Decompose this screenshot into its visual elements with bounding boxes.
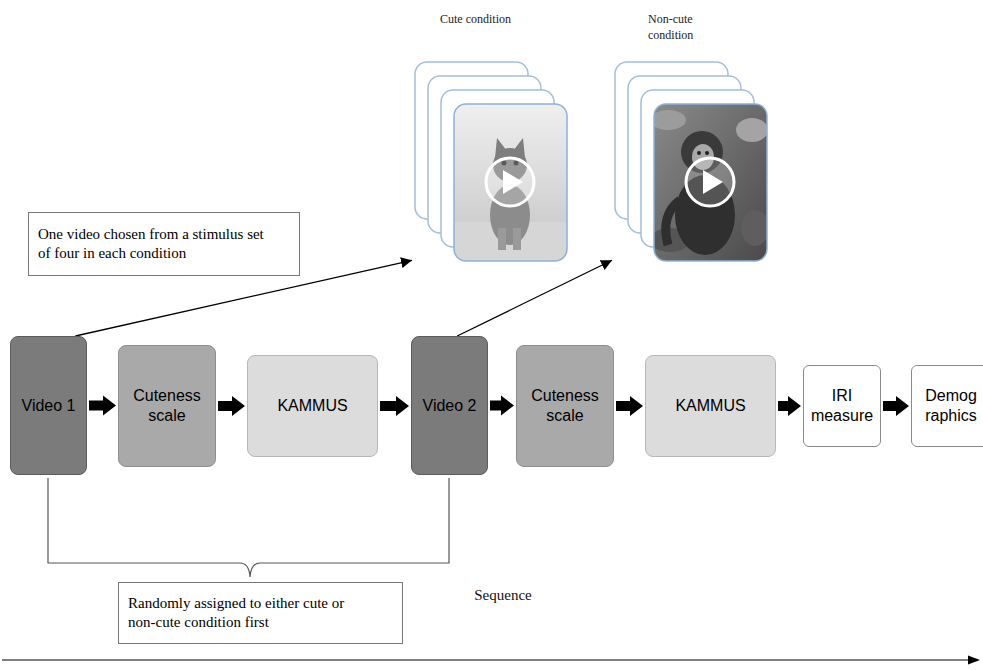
flow-arrow bbox=[490, 396, 514, 416]
non-cute-video-stack bbox=[615, 62, 769, 261]
pointer-arrow bbox=[457, 260, 612, 336]
box-label: KAMMUS bbox=[277, 396, 347, 416]
box-label: Demog raphics bbox=[918, 386, 983, 426]
cute-video-stack bbox=[415, 62, 567, 261]
flow-arrow bbox=[380, 396, 409, 416]
flow-arrow bbox=[778, 396, 801, 416]
note-text: One video chosen from a stimulus set of … bbox=[38, 225, 266, 264]
flow-arrow bbox=[89, 396, 116, 416]
flow-arrow bbox=[616, 396, 643, 416]
box-label: Video 1 bbox=[22, 396, 76, 416]
box-label: Video 2 bbox=[423, 396, 477, 416]
flow-arrow bbox=[218, 396, 245, 416]
condition-label: Cute condition bbox=[440, 12, 512, 28]
scale-box: Cuteness scale bbox=[118, 345, 216, 467]
box-label: KAMMUS bbox=[675, 396, 745, 416]
video-box: Video 2 bbox=[411, 336, 488, 475]
note-box: One video chosen from a stimulus set of … bbox=[28, 212, 300, 276]
measure-box: KAMMUS bbox=[645, 355, 776, 457]
condition-label: Non-cute condition bbox=[648, 12, 720, 43]
box-label: IRI measure bbox=[810, 386, 874, 426]
condition-video-stack: Non-cute condition bbox=[612, 10, 787, 268]
axis-label: Sequence bbox=[440, 586, 566, 606]
box-label: Cuteness scale bbox=[127, 386, 207, 426]
process-box: Demog raphics bbox=[911, 365, 983, 447]
measure-box: KAMMUS bbox=[247, 355, 378, 457]
scale-box: Cuteness scale bbox=[516, 345, 614, 467]
grouping-bracket bbox=[48, 478, 449, 577]
process-box: IRI measure bbox=[803, 365, 881, 447]
condition-video-stack: Cute condition bbox=[412, 10, 592, 268]
video-box: Video 1 bbox=[10, 336, 87, 475]
flow-arrow bbox=[883, 396, 909, 416]
note-box: Randomly assigned to either cute or non-… bbox=[118, 582, 403, 644]
kitten-picture bbox=[454, 104, 567, 261]
sequence-arrow bbox=[2, 656, 980, 665]
monkey-picture bbox=[654, 104, 767, 261]
box-label: Cuteness scale bbox=[525, 386, 605, 426]
note-text: Randomly assigned to either cute or non-… bbox=[128, 594, 364, 633]
